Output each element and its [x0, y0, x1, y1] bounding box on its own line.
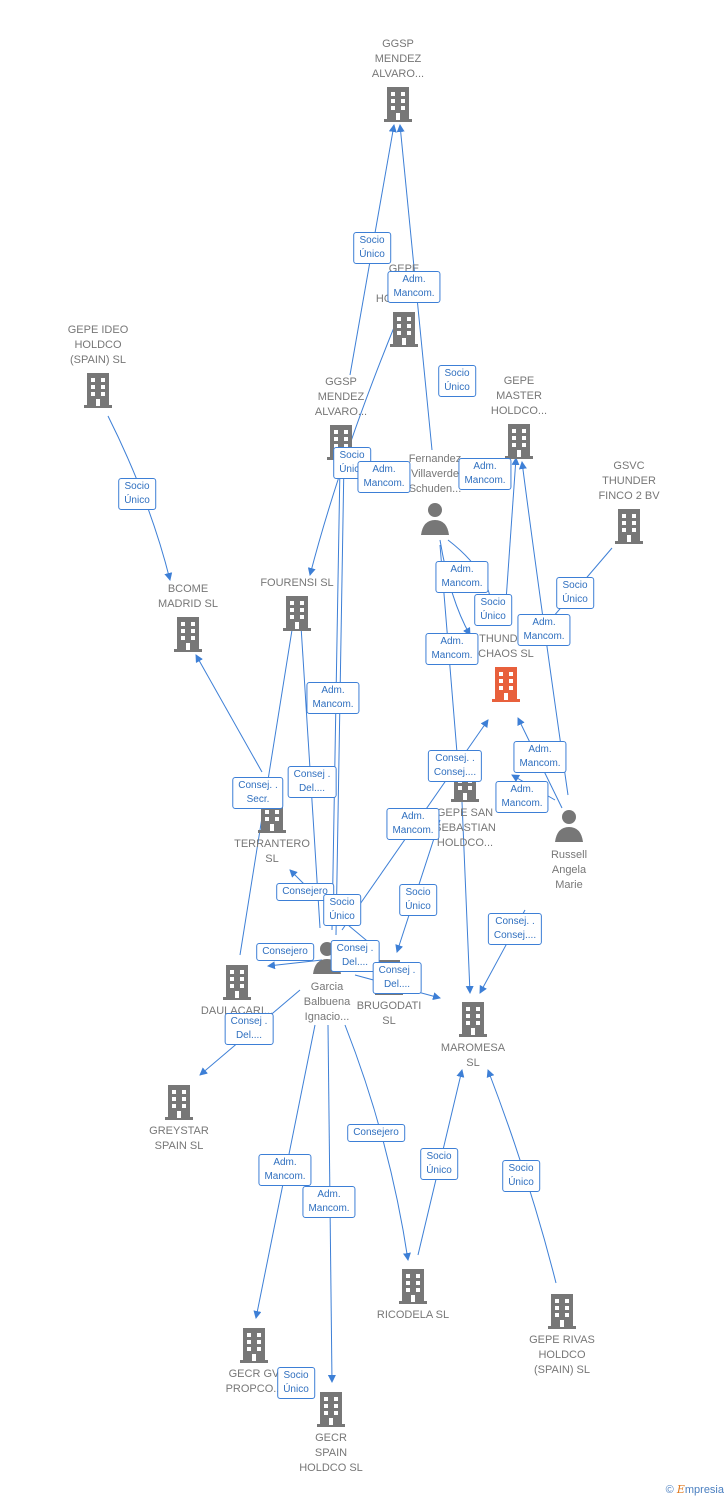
- relation-label[interactable]: Consej. . Secr.: [232, 777, 284, 809]
- node-label: TERRANTERO SL: [234, 838, 310, 865]
- relation-label[interactable]: Adm. Mancom.: [306, 682, 360, 714]
- node-label: BRUGODATI SL: [356, 1000, 422, 1027]
- building-icon: [174, 617, 202, 652]
- building-icon: [505, 424, 533, 459]
- building-icon: [165, 1085, 193, 1120]
- relation-label[interactable]: Socio Único: [277, 1367, 315, 1399]
- relation-label[interactable]: Socio Único: [353, 232, 391, 264]
- relation-label[interactable]: Adm. Mancom.: [425, 633, 479, 665]
- node-russell-angela-marie[interactable]: Russell Angela Marie: [504, 806, 634, 893]
- building-icon: [390, 312, 418, 347]
- node-label: BCOME MADRID SL: [158, 583, 218, 610]
- node-gepe-rivas-holdco[interactable]: GEPE RIVAS HOLDCO (SPAIN) SL: [497, 1291, 627, 1378]
- relation-label[interactable]: Adm. Mancom.: [387, 271, 441, 303]
- building-icon: [399, 1269, 427, 1304]
- node-thunder-chaos[interactable]: THUNDER CHAOS SL: [441, 632, 571, 704]
- node-fernandez-villaverde[interactable]: Fernandez Villaverde Schuden...: [370, 452, 500, 539]
- relation-label[interactable]: Adm. Mancom.: [495, 781, 549, 813]
- node-label: GECR GV PROPCO...: [225, 1368, 283, 1395]
- building-icon: [317, 1392, 345, 1427]
- relation-label[interactable]: Socio Único: [118, 478, 156, 510]
- relation-label[interactable]: Socio Único: [502, 1160, 540, 1192]
- relation-label[interactable]: Consej . Del....: [287, 766, 337, 798]
- relation-label[interactable]: Socio Único: [323, 894, 361, 926]
- empresia-watermark: © Empresia: [666, 1483, 724, 1496]
- building-icon: [384, 87, 412, 122]
- relation-label[interactable]: Adm. Mancom.: [386, 808, 440, 840]
- node-label: GECR SPAIN HOLDCO SL: [299, 1432, 363, 1474]
- building-icon: [548, 1294, 576, 1329]
- relation-label[interactable]: Socio Único: [438, 365, 476, 397]
- relation-label[interactable]: Adm. Mancom.: [458, 458, 512, 490]
- person-icon: [421, 503, 449, 535]
- building-icon: [615, 509, 643, 544]
- node-bcome-madrid[interactable]: BCOME MADRID SL: [123, 582, 253, 654]
- relation-label[interactable]: Socio Único: [399, 884, 437, 916]
- relation-label[interactable]: Consejero: [256, 943, 314, 961]
- relation-label[interactable]: Consejero: [276, 883, 334, 901]
- node-label: GREYSTAR SPAIN SL: [149, 1125, 209, 1152]
- brand-name: mpresia: [684, 1484, 724, 1496]
- node-label: Russell Angela Marie: [550, 849, 588, 891]
- relation-label[interactable]: Adm. Mancom.: [258, 1154, 312, 1186]
- node-label: Fernandez Villaverde Schuden...: [408, 453, 462, 495]
- building-icon: [283, 596, 311, 631]
- relation-label[interactable]: Consej . Del....: [224, 1013, 274, 1045]
- node-daulacari[interactable]: DAULACARI...: [172, 962, 302, 1019]
- relation-label[interactable]: Adm. Mancom.: [513, 741, 567, 773]
- relation-label[interactable]: Consej. . Consej....: [487, 913, 543, 945]
- node-maromesa[interactable]: MAROMESA SL: [408, 999, 538, 1071]
- node-ggsp-mendez-alvaro-top[interactable]: GGSP MENDEZ ALVARO...: [333, 37, 463, 124]
- node-gecr-spain-holdco[interactable]: GECR SPAIN HOLDCO SL: [266, 1389, 396, 1476]
- relation-label[interactable]: Adm. Mancom.: [302, 1186, 356, 1218]
- brand-initial: E: [676, 1483, 685, 1496]
- relation-label[interactable]: Socio Único: [420, 1148, 458, 1180]
- relation-label[interactable]: Consej . Del....: [372, 962, 422, 994]
- node-label: MAROMESA SL: [440, 1042, 506, 1069]
- node-label: Garcia Balbuena Ignacio...: [303, 981, 351, 1023]
- relation-label[interactable]: Socio Único: [474, 594, 512, 626]
- copyright-symbol: ©: [665, 1484, 674, 1496]
- node-ricodela[interactable]: RICODELA SL: [348, 1266, 478, 1323]
- building-icon: [84, 373, 112, 408]
- node-gepe-ideo-holdco[interactable]: GEPE IDEO HOLDCO (SPAIN) SL: [33, 323, 163, 410]
- relation-label[interactable]: Consej . Del....: [330, 940, 380, 972]
- node-label: GEPE IDEO HOLDCO (SPAIN) SL: [67, 324, 129, 366]
- node-gepe-master-holdco[interactable]: GEPE MASTER HOLDCO...: [454, 374, 584, 461]
- building-icon-focus: [492, 667, 520, 702]
- building-icon: [223, 965, 251, 1000]
- node-label: FOURENSI SL: [260, 577, 334, 589]
- node-label: GEPE RIVAS HOLDCO (SPAIN) SL: [529, 1334, 595, 1376]
- node-label: GEPE SAN SEBASTIAN HOLDCO...: [434, 807, 496, 849]
- relation-label[interactable]: Adm. Mancom.: [435, 561, 489, 593]
- node-label: GGSP MENDEZ ALVARO...: [314, 376, 368, 418]
- node-gsvc-thunder-finco[interactable]: GSVC THUNDER FINCO 2 BV: [564, 459, 694, 546]
- node-fourensi[interactable]: FOURENSI SL: [232, 576, 362, 633]
- node-gecr-gv-propco[interactable]: GECR GV PROPCO...: [189, 1325, 319, 1397]
- node-label: RICODELA SL: [376, 1309, 450, 1321]
- relation-label[interactable]: Socio Único: [556, 577, 594, 609]
- person-icon: [555, 810, 583, 842]
- relation-label[interactable]: Consej. . Consej....: [427, 750, 483, 782]
- node-label: GSVC THUNDER FINCO 2 BV: [598, 460, 660, 502]
- node-label: GGSP MENDEZ ALVARO...: [371, 38, 425, 80]
- relation-label[interactable]: Adm. Mancom.: [357, 461, 411, 493]
- building-icon: [459, 1002, 487, 1037]
- building-icon: [240, 1328, 268, 1363]
- relation-label[interactable]: Adm. Mancom.: [517, 614, 571, 646]
- node-greystar-spain[interactable]: GREYSTAR SPAIN SL: [114, 1082, 244, 1154]
- node-label: GEPE MASTER HOLDCO...: [490, 375, 548, 417]
- relation-label[interactable]: Consejero: [347, 1124, 405, 1142]
